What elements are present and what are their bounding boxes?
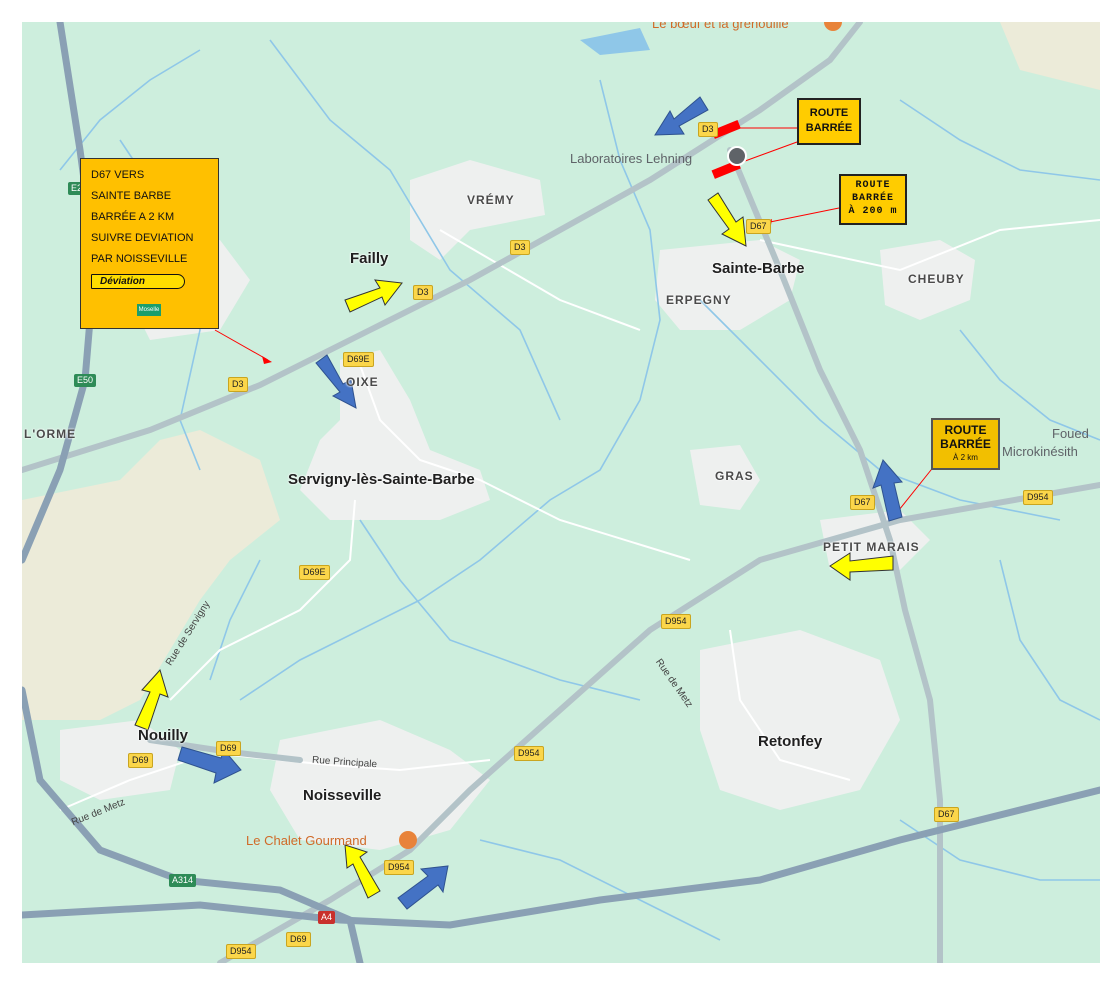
d69-shield-c: D69 [286, 932, 311, 947]
d69e-shield-top: D69E [343, 352, 374, 367]
chalet-marker [399, 831, 417, 849]
info-line-3: BARRÉE A 2 KM [91, 211, 175, 223]
place-gras: GRAS [715, 469, 754, 483]
blue-arrow-right [872, 459, 903, 522]
sign-mid-line1: ROUTE [855, 180, 891, 191]
place-erpegny: ERPEGNY [666, 293, 732, 307]
main-roads [22, 22, 1100, 963]
yellow-arrow-petit-marais [829, 552, 894, 581]
yellow-arrow-sainte-barbe [707, 192, 747, 247]
blue-arrow-oixe [315, 354, 357, 409]
a4-shield: A4 [318, 911, 336, 924]
d67-shield-mid: D67 [850, 495, 875, 510]
place-nouilly: Nouilly [138, 727, 189, 744]
place-retonfey: Retonfey [758, 733, 823, 750]
place-sainte-barbe: Sainte-Barbe [712, 260, 805, 277]
sign-route-barree-2km: ROUTE BARRÉE À 2 km [931, 418, 1000, 470]
d69-shield-b: D69 [128, 753, 153, 768]
yellow-arrow-failly [344, 279, 403, 313]
sign-top-line2: BARRÉE [805, 122, 853, 134]
sign-mid-line3: À 200 m [848, 206, 898, 217]
moselle-logo: Moselle [137, 304, 161, 316]
boeuf-marker [824, 22, 842, 31]
detour-info-box: D67 VERS SAINTE BARBE BARRÉE A 2 KM SUIV… [80, 158, 219, 329]
poi-foued-2[interactable]: Microkinésith [1002, 444, 1078, 459]
map-frame[interactable]: D3 D3 D3 D3 D67 D67 D67 D69E D69E D954 D… [22, 22, 1100, 963]
sign-route-barree-200m: ROUTE BARRÉE À 200 m [839, 174, 907, 225]
blue-arrows [177, 96, 903, 910]
d954-shield-chalet: D954 [384, 860, 414, 875]
blue-arrow-top [654, 96, 709, 136]
info-line-5: PAR NOISSEVILLE [91, 253, 188, 265]
road-d954 [217, 482, 1100, 963]
place-l-orme: L'ORME [24, 427, 77, 441]
a314-shield: A314 [169, 874, 197, 887]
place-noisseville: Noisseville [303, 787, 382, 804]
yellow-arrow-noisseville [344, 844, 381, 899]
place-petit-marais: PETIT MARAIS [823, 540, 920, 554]
sign-route-barree-top: ROUTE BARRÉE [797, 98, 861, 145]
d3-shield-top: D3 [698, 122, 718, 137]
barrier-top [711, 120, 741, 139]
d67-shield-bottom: D67 [934, 807, 959, 822]
d69-shield-a: D69 [216, 741, 241, 756]
place-oixe: OIXE [346, 375, 379, 389]
d3-shield-failly: D3 [413, 285, 433, 300]
d67-shield-top: D67 [746, 219, 771, 234]
poi-lehning[interactable]: Laboratoires Lehning [570, 151, 693, 166]
pond [580, 28, 650, 55]
road-d67 [727, 147, 943, 963]
motorway-a4 [22, 786, 1100, 929]
sign-right-line3: À 2 km [953, 453, 978, 462]
deviation-sign: Déviation [91, 274, 185, 289]
yellow-arrows [134, 192, 894, 899]
d954-shield-mid: D954 [661, 614, 691, 629]
d954-shield-right: D954 [1023, 490, 1053, 505]
place-servigny: Servigny-lès-Sainte-Barbe [288, 471, 475, 488]
sign-right-line2: BARRÉE [940, 437, 991, 451]
field-area [22, 430, 280, 720]
info-line-2: SAINTE BARBE [91, 190, 172, 202]
e50-shield: E50 [74, 374, 97, 387]
sign-mid-line2: BARRÉE [851, 193, 894, 204]
field-area-top [1000, 22, 1100, 90]
blue-arrow-nouilly [177, 746, 242, 784]
poi-foued-1[interactable]: Foued [1052, 426, 1089, 441]
place-cheuby: CHEUBY [908, 272, 965, 286]
d954-shield-low: D954 [514, 746, 544, 761]
d954-shield-bottom: D954 [226, 944, 256, 959]
place-vremy: VRÉMY [467, 193, 515, 207]
place-failly: Failly [350, 250, 389, 267]
yellow-arrow-nouilly [134, 669, 169, 731]
info-line-4: SUIVRE DEVIATION [91, 232, 194, 244]
poi-chalet[interactable]: Le Chalet Gourmand [246, 833, 367, 848]
d3-shield-left: D3 [228, 377, 248, 392]
lehning-marker [727, 146, 747, 166]
info-line-1: D67 VERS [91, 169, 145, 181]
map-canvas[interactable] [22, 22, 1100, 963]
d69e-shield-mid: D69E [299, 565, 330, 580]
d3-shield-mid: D3 [510, 240, 530, 255]
sign-right-line1: ROUTE [944, 423, 987, 437]
road-d3 [22, 22, 863, 473]
poi-boeuf[interactable]: Le bœuf et la grenouille [652, 22, 789, 31]
sign-top-line1: ROUTE [809, 107, 849, 119]
blue-arrow-bottom [397, 865, 449, 910]
